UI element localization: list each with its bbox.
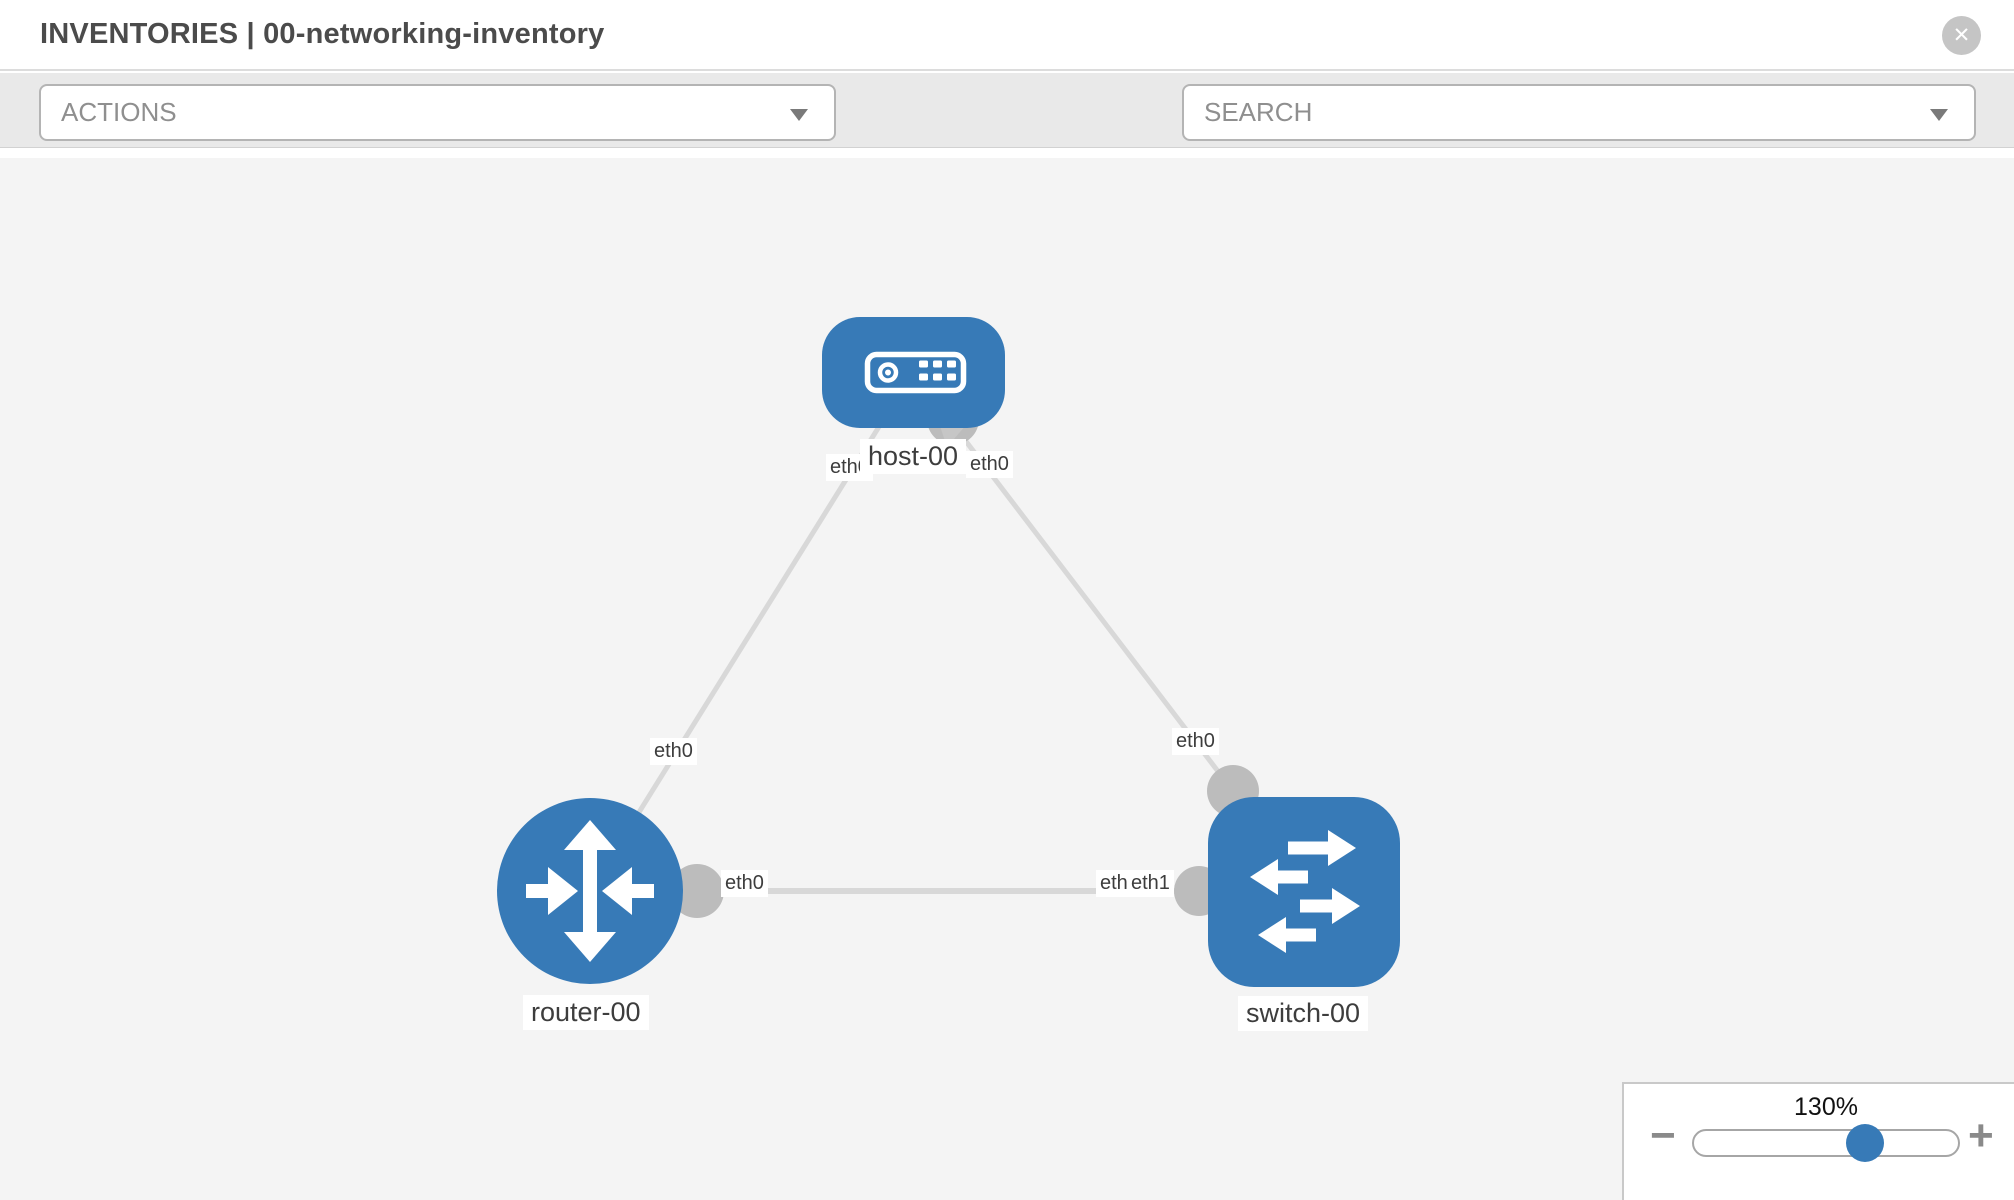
connector-dot xyxy=(670,864,724,918)
node-switch-00[interactable] xyxy=(1208,797,1400,987)
router-icon xyxy=(526,820,654,962)
zoom-in-button[interactable]: + xyxy=(1968,1111,1994,1160)
header-bar: INVENTORIES | 00-networking-inventory ✕ xyxy=(0,0,2014,71)
chevron-down-icon xyxy=(1930,109,1948,121)
interface-label: eth0 xyxy=(650,738,697,765)
actions-dropdown[interactable]: ACTIONS xyxy=(39,84,836,141)
interface-label: eth0 xyxy=(1172,728,1219,755)
link-host-switch[interactable] xyxy=(911,370,1235,793)
host-icon xyxy=(864,351,967,394)
interface-label: eth0 xyxy=(966,451,1013,478)
search-dropdown-label: SEARCH xyxy=(1204,97,1313,127)
zoom-slider-handle[interactable] xyxy=(1846,1124,1884,1162)
close-button[interactable]: ✕ xyxy=(1942,16,1981,55)
toolbar: ACTIONS SEARCH xyxy=(0,73,2014,203)
interface-label: eth0 xyxy=(721,870,768,897)
node-label-router[interactable]: router-00 xyxy=(523,995,649,1030)
search-dropdown[interactable]: SEARCH xyxy=(1182,84,1976,141)
node-host-00[interactable] xyxy=(822,317,1005,428)
chevron-down-icon xyxy=(790,109,808,121)
switch-icon xyxy=(1250,830,1360,953)
node-label-switch[interactable]: switch-00 xyxy=(1238,996,1369,1031)
page-title: INVENTORIES | 00-networking-inventory xyxy=(40,18,605,50)
node-router-00[interactable] xyxy=(497,798,683,984)
zoom-panel: 130% − + xyxy=(1622,1082,2014,1200)
topology-canvas[interactable]: host-00 router-00 switch-00 eth0 eth0 et… xyxy=(0,158,2014,1200)
node-label-host[interactable]: host-00 xyxy=(860,439,967,474)
actions-dropdown-label: ACTIONS xyxy=(61,97,177,127)
close-icon: ✕ xyxy=(1952,24,1971,47)
zoom-level-value: 130% xyxy=(1794,1093,1858,1121)
zoom-out-button[interactable]: − xyxy=(1650,1111,1676,1160)
zoom-slider-track[interactable] xyxy=(1692,1129,1960,1157)
interface-label: eth1 xyxy=(1127,870,1174,897)
